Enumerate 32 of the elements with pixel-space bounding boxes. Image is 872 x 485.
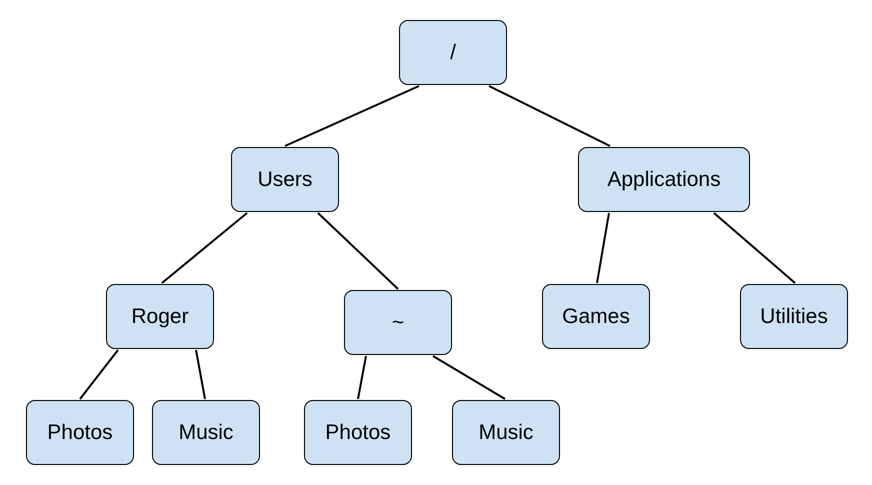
folder-box (26, 400, 134, 465)
tree-line (713, 212, 796, 284)
folder-name: Games (562, 304, 630, 328)
folder-box (231, 147, 339, 212)
tree-line (357, 356, 367, 400)
tree-line (284, 85, 420, 147)
tree-line (317, 212, 399, 290)
folder-name: Music (178, 420, 234, 444)
folder-name: Photos (47, 420, 113, 444)
folder-box (578, 147, 750, 212)
folder-name: Applications (607, 168, 721, 192)
tree-line (596, 212, 610, 284)
tree-line (195, 350, 206, 400)
folder-box (740, 284, 848, 349)
folder-name: Photos (325, 420, 391, 444)
folder-box (399, 20, 507, 85)
folder-box (152, 400, 260, 465)
folder-name: Roger (131, 304, 189, 328)
folder-box (452, 400, 560, 465)
folder-name: Utilities (760, 304, 828, 328)
folder-name: Music (478, 420, 534, 444)
folder-name: / (450, 40, 456, 64)
folder-name: ~ (392, 310, 404, 334)
folder-box (106, 284, 214, 349)
tree-line (161, 212, 248, 284)
folder-name: Users (258, 168, 312, 192)
tree-line (432, 355, 506, 400)
folder-box (344, 290, 452, 355)
tree-line (79, 349, 119, 400)
tree-line (488, 85, 610, 147)
folder-box (542, 284, 650, 349)
folder-box (304, 400, 412, 465)
